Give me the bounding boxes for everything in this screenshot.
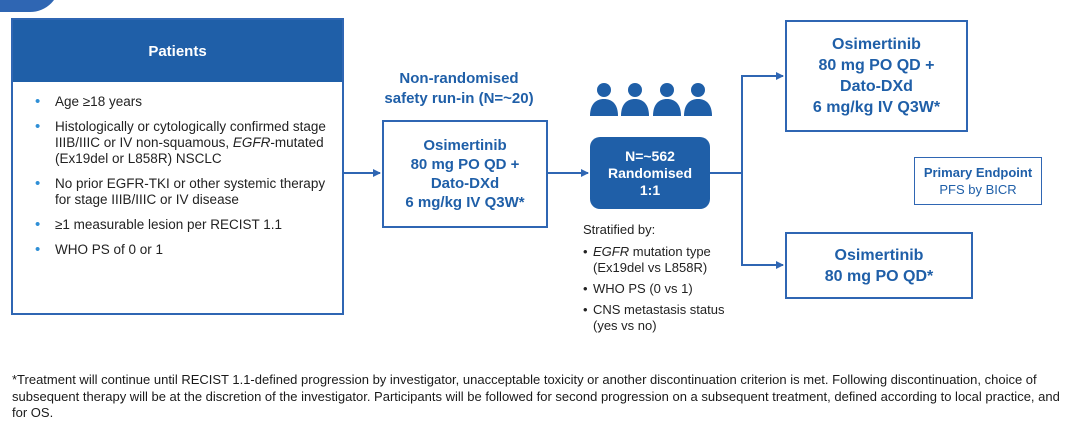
runin-treatment-box: Osimertinib 80 mg PO QD + Dato-DXd 6 mg/… (382, 120, 548, 228)
runin-title-line1: Non-randomised (399, 70, 519, 87)
runin-line: Osimertinib (423, 137, 507, 154)
arm2-line: 80 mg PO QD* (824, 267, 934, 285)
strat-egfr-line1: EGFR mutation type (593, 244, 711, 259)
randomisation-ratio: 1:1 (639, 181, 661, 198)
criterion-histology-text: Histologically or cytologically confirme… (55, 119, 326, 166)
randomisation-box: N=~562 Randomised 1:1 (590, 137, 710, 209)
criterion-prior-therapy: No prior EGFR-TKI or other systemic ther… (35, 176, 332, 208)
strat-item-egfr: EGFR mutation type (Ex19del vs L858R) (583, 244, 725, 276)
footnote: *Treatment will continue until RECIST 1.… (12, 372, 1060, 420)
strat-who-ps-line1: WHO PS (0 vs 1) (593, 281, 693, 296)
corner-decoration (0, 0, 60, 12)
arm2-line: Osimertinib (834, 246, 924, 264)
arm1-line: Osimertinib (832, 36, 921, 53)
criterion-who-ps: WHO PS of 0 or 1 (35, 242, 332, 258)
strat-cns-line2: (yes vs no) (593, 318, 657, 333)
primary-endpoint-box: Primary Endpoint PFS by BICR (914, 157, 1042, 205)
criterion-age: Age ≥18 years (35, 94, 332, 110)
gene-name: EGFR (232, 135, 271, 150)
runin-title-line2: safety run-in (N=~20) (384, 90, 534, 107)
arm1-line: 80 mg PO QD + (818, 57, 935, 74)
strat-egfr-line2: (Ex19del vs L858R) (593, 260, 708, 275)
strat-cns-line1: CNS metastasis status (593, 302, 725, 317)
arrow-to-arm1 (741, 72, 784, 173)
criterion-measurable-lesion: ≥1 measurable lesion per RECIST 1.1 (35, 217, 332, 233)
randomisation-label: Randomised (607, 164, 692, 181)
patients-header: Patients (13, 20, 342, 82)
criterion-histology: Histologically or cytologically confirme… (35, 119, 332, 167)
strat-item-cns: CNS metastasis status (yes vs no) (583, 302, 725, 334)
strat-item-who-ps: WHO PS (0 vs 1) (583, 281, 725, 297)
gene-name: EGFR (593, 244, 630, 259)
runin-line: 6 mg/kg IV Q3W* (405, 194, 525, 211)
stratification-list: EGFR mutation type (Ex19del vs L858R) WH… (583, 244, 725, 339)
endpoint-value: PFS by BICR (939, 182, 1017, 197)
arm-combination-box: Osimertinib 80 mg PO QD + Dato-DXd 6 mg/… (785, 20, 968, 132)
arm1-line: Dato-DXd (840, 78, 913, 95)
patients-criteria-list: Age ≥18 years Histologically or cytologi… (13, 82, 342, 258)
runin-title: Non-randomised safety run-in (N=~20) (364, 69, 554, 109)
arm-monotherapy-box: Osimertinib 80 mg PO QD* (785, 232, 973, 299)
endpoint-title: Primary Endpoint (923, 165, 1033, 180)
randomisation-n: N=~562 (625, 147, 675, 164)
runin-line: 80 mg PO QD + (410, 156, 520, 173)
people-group-icon (590, 83, 712, 116)
runin-line: Dato-DXd (430, 175, 500, 192)
arrow-to-arm2 (741, 173, 784, 269)
arm1-line: 6 mg/kg IV Q3W* (812, 99, 941, 116)
stratified-title: Stratified by: (583, 222, 656, 237)
patients-box: Patients Age ≥18 years Histologically or… (11, 18, 344, 315)
